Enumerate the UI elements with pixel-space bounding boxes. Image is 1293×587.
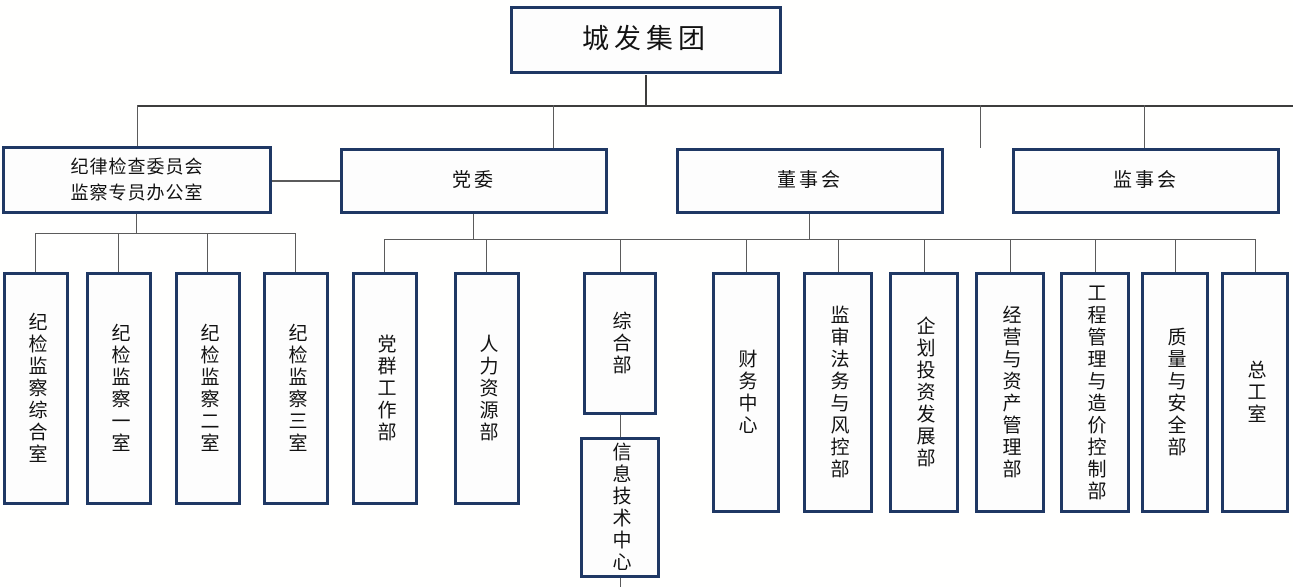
connector-discipline-down [136, 213, 137, 234]
node-label: 董事会 [776, 169, 843, 191]
node-label: 纪检监察一室 [108, 322, 130, 455]
node-label: 监审法务与风控部 [827, 304, 849, 481]
node-audit-legal-risk-dept[interactable]: 监审法务与风控部 [803, 272, 873, 513]
connector-root-down [645, 75, 647, 106]
node-label: 城发集团 [582, 24, 710, 55]
node-label: 综合部 [609, 310, 631, 377]
connector-drop-rlzyb [486, 239, 487, 272]
node-quality-safety-dept[interactable]: 质量与安全部 [1141, 272, 1209, 513]
node-discipline-general-office[interactable]: 纪检监察综合室 [3, 272, 69, 505]
node-label: 总工室 [1244, 359, 1266, 426]
connector-drop-jj2 [207, 233, 208, 272]
node-party-mass-work-dept[interactable]: 党群工作部 [352, 272, 418, 505]
connector-drop-jj1 [118, 233, 119, 272]
connector-drop-zlaqb [1175, 239, 1176, 272]
node-human-resources-dept[interactable]: 人力资源部 [454, 272, 520, 505]
node-label: 党委 [451, 169, 496, 191]
connector-drop-jj3 [295, 233, 296, 272]
connector-board-bus [620, 239, 1255, 240]
node-label: 经营与资产管理部 [999, 304, 1021, 481]
node-finance-center[interactable]: 财务中心 [712, 272, 780, 513]
node-label: 纪检监察三室 [285, 322, 307, 455]
node-label: 监事会 [1112, 169, 1179, 191]
node-it-center[interactable]: 信息技术中心 [580, 437, 660, 578]
node-label: 信息技术中心 [609, 441, 631, 574]
connector-drop-supervisor-real [1144, 105, 1145, 148]
connector-drop-jsfwfkb [838, 239, 839, 272]
connector-discipline-party-link [271, 180, 341, 182]
node-discipline-office-3[interactable]: 纪检监察三室 [263, 272, 329, 505]
connector-drop-board [980, 105, 981, 148]
node-discipline-committee[interactable]: 纪律检查委员会 监察专员办公室 [2, 146, 272, 214]
node-label: 人力资源部 [476, 333, 498, 444]
connector-zhb-to-itcenter [620, 415, 621, 437]
node-label: 纪律检查委员会 监察专员办公室 [70, 156, 204, 203]
connector-drop-gcgljkzb [1095, 239, 1096, 272]
connector-drop-zhb [620, 239, 621, 272]
node-discipline-office-2[interactable]: 纪检监察二室 [175, 272, 241, 505]
node-label: 企划投资发展部 [913, 315, 935, 470]
node-label: 党群工作部 [374, 333, 396, 444]
node-general-office[interactable]: 综合部 [583, 272, 657, 415]
connector-itcenter-down [620, 578, 621, 587]
node-planning-investment-dept[interactable]: 企划投资发展部 [889, 272, 959, 513]
connector-drop-cwzx [746, 239, 747, 272]
connector-party-bus [384, 239, 620, 240]
connector-discipline-bus [35, 233, 295, 234]
node-operations-asset-mgmt-dept[interactable]: 经营与资产管理部 [975, 272, 1045, 513]
node-label: 质量与安全部 [1164, 326, 1186, 459]
connector-drop-jyzcglb [1010, 239, 1011, 272]
node-label: 工程管理与造价控制部 [1084, 282, 1106, 503]
connector-board-down [809, 213, 810, 239]
node-discipline-office-1[interactable]: 纪检监察一室 [86, 272, 152, 505]
node-board-of-directors[interactable]: 董事会 [676, 148, 944, 214]
connector-drop-qhtzfzb [924, 239, 925, 272]
node-board-of-supervisors[interactable]: 监事会 [1012, 148, 1280, 214]
node-engineering-cost-control-dept[interactable]: 工程管理与造价控制部 [1060, 272, 1130, 513]
connector-drop-discipline [137, 105, 138, 148]
connector-drop-dqgzb [384, 239, 385, 272]
node-label: 财务中心 [735, 348, 757, 437]
connector-party-down [473, 213, 474, 239]
node-label: 纪检监察二室 [197, 322, 219, 455]
node-root-chengfa-group[interactable]: 城发集团 [510, 6, 782, 74]
connector-level2-bus-right [137, 105, 1293, 107]
connector-drop-zgs [1255, 239, 1256, 272]
node-party-committee[interactable]: 党委 [340, 148, 608, 214]
node-label: 纪检监察综合室 [25, 311, 47, 466]
connector-drop-jjzh [35, 233, 36, 272]
connector-drop-party [553, 105, 554, 148]
node-chief-engineer-office[interactable]: 总工室 [1221, 272, 1289, 513]
